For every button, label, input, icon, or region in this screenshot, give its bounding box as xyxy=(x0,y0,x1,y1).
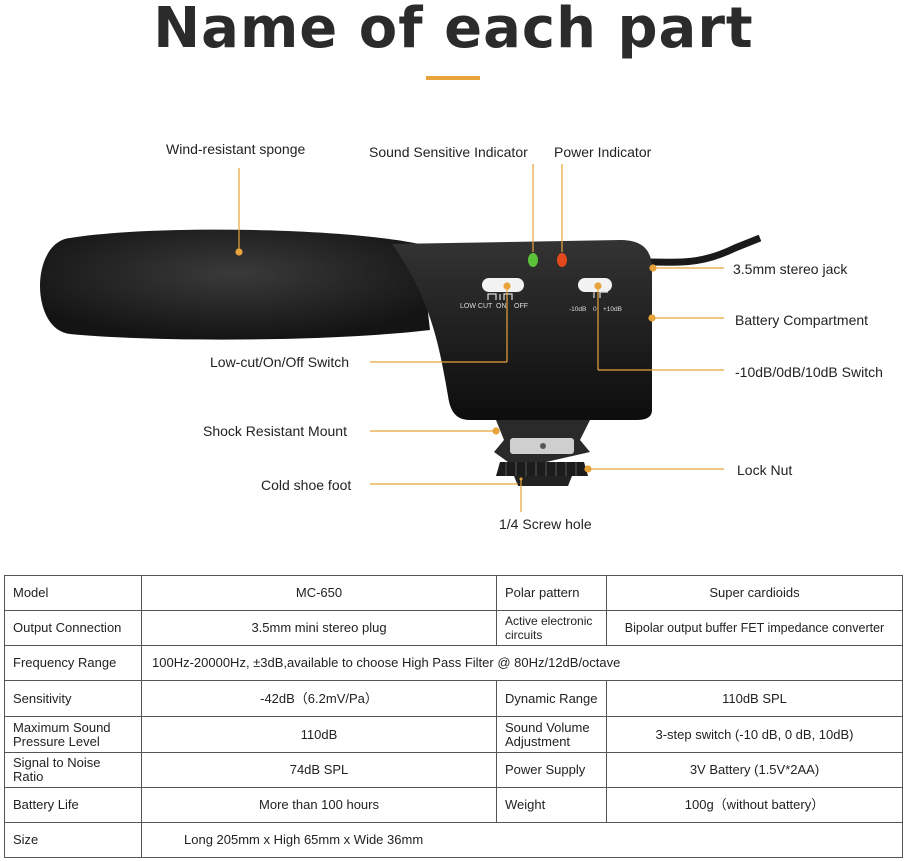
spec-key: Weight xyxy=(496,787,607,823)
label-shock-mount: Shock Resistant Mount xyxy=(203,423,347,439)
spec-key: Dynamic Range xyxy=(496,680,607,717)
spec-value: 110dB xyxy=(141,716,497,753)
label-wind-sponge: Wind-resistant sponge xyxy=(166,141,306,157)
mic-body xyxy=(392,240,652,420)
table-row: Size Long 205mm x High 65mm x Wide 36mm xyxy=(4,822,903,858)
spec-key: Output Connection xyxy=(4,610,142,646)
spec-key: Model xyxy=(4,575,142,611)
spec-key: Power Supply xyxy=(496,752,607,788)
spec-value: 110dB SPL xyxy=(606,680,903,717)
table-row: Frequency Range 100Hz-20000Hz, ±3dB,avai… xyxy=(4,645,903,681)
table-row: Battery Life More than 100 hours Weight … xyxy=(4,787,903,823)
spec-table: Model MC-650 Polar pattern Super cardioi… xyxy=(4,575,903,858)
spec-value: MC-650 xyxy=(141,575,497,611)
spec-key: Frequency Range xyxy=(4,645,142,681)
lock-nut xyxy=(496,462,588,476)
label-cold-shoe: Cold shoe foot xyxy=(261,477,352,493)
spec-value: 100Hz-20000Hz, ±3dB,available to choose … xyxy=(141,645,903,681)
spec-value: 3V Battery (1.5V*2AA) xyxy=(606,752,903,788)
windscreen-sponge xyxy=(40,229,430,340)
spec-value: Bipolar output buffer FET impedance conv… xyxy=(606,610,903,646)
device-label-minus10: -10dB xyxy=(569,306,586,313)
label-battery-compartment: Battery Compartment xyxy=(735,312,869,328)
label-power-indicator: Power Indicator xyxy=(554,144,652,160)
spec-key: Active electronic circuits xyxy=(496,610,607,646)
spec-value: Super cardioids xyxy=(606,575,903,611)
device-label-off: OFF xyxy=(514,303,528,310)
device-label-on: ON xyxy=(496,303,507,310)
spec-key: Size xyxy=(4,822,142,858)
spec-key: Sensitivity xyxy=(4,680,142,717)
device-label-zero: 0 xyxy=(593,306,597,313)
table-row: Sensitivity -42dB（6.2mV/Pa） Dynamic Rang… xyxy=(4,680,903,717)
spec-key: Maximum Sound Pressure Level xyxy=(4,716,142,753)
table-row: Maximum Sound Pressure Level 110dB Sound… xyxy=(4,716,903,753)
device-label-plus10: +10dB xyxy=(603,306,622,313)
power-indicator-led xyxy=(557,253,567,267)
table-row: Signal to Noise Ratio 74dB SPL Power Sup… xyxy=(4,752,903,788)
label-lowcut-switch: Low-cut/On/Off Switch xyxy=(210,354,350,370)
page-title: Name of each part xyxy=(153,0,754,61)
spec-value: 3-step switch (-10 dB, 0 dB, 10dB) xyxy=(606,716,903,753)
cold-shoe-foot xyxy=(514,476,572,486)
sound-indicator-led xyxy=(528,253,538,267)
spec-key: Battery Life xyxy=(4,787,142,823)
label-sound-indicator: Sound Sensitive Indicator xyxy=(369,144,528,160)
spec-value: 100g（without battery） xyxy=(606,787,903,823)
table-row: Output Connection 3.5mm mini stereo plug… xyxy=(4,610,903,646)
spec-value: More than 100 hours xyxy=(141,787,497,823)
spec-value: -42dB（6.2mV/Pa） xyxy=(141,680,497,717)
cable xyxy=(644,234,762,266)
spec-key: Signal to Noise Ratio xyxy=(4,752,142,788)
label-stereo-jack: 3.5mm stereo jack xyxy=(733,261,848,277)
label-lock-nut: Lock Nut xyxy=(737,462,793,478)
label-screw-hole: 1/4 Screw hole xyxy=(499,516,592,532)
spec-value: Long 205mm x High 65mm x Wide 36mm xyxy=(141,822,903,858)
table-row: Model MC-650 Polar pattern Super cardioi… xyxy=(4,575,903,611)
lowcut-switch-slot xyxy=(482,278,524,292)
spec-key: Polar pattern xyxy=(496,575,607,611)
spec-value: 74dB SPL xyxy=(141,752,497,788)
label-db-switch: -10dB/0dB/10dB Switch xyxy=(735,364,883,380)
spec-value: 3.5mm mini stereo plug xyxy=(141,610,497,646)
microphone-diagram: LOW CUT ON OFF -10dB 0 +10dB xyxy=(40,164,762,512)
spec-key: Sound Volume Adjustment xyxy=(496,716,607,753)
title-underline xyxy=(426,76,480,80)
device-label-lowcut: LOW CUT xyxy=(460,303,493,310)
